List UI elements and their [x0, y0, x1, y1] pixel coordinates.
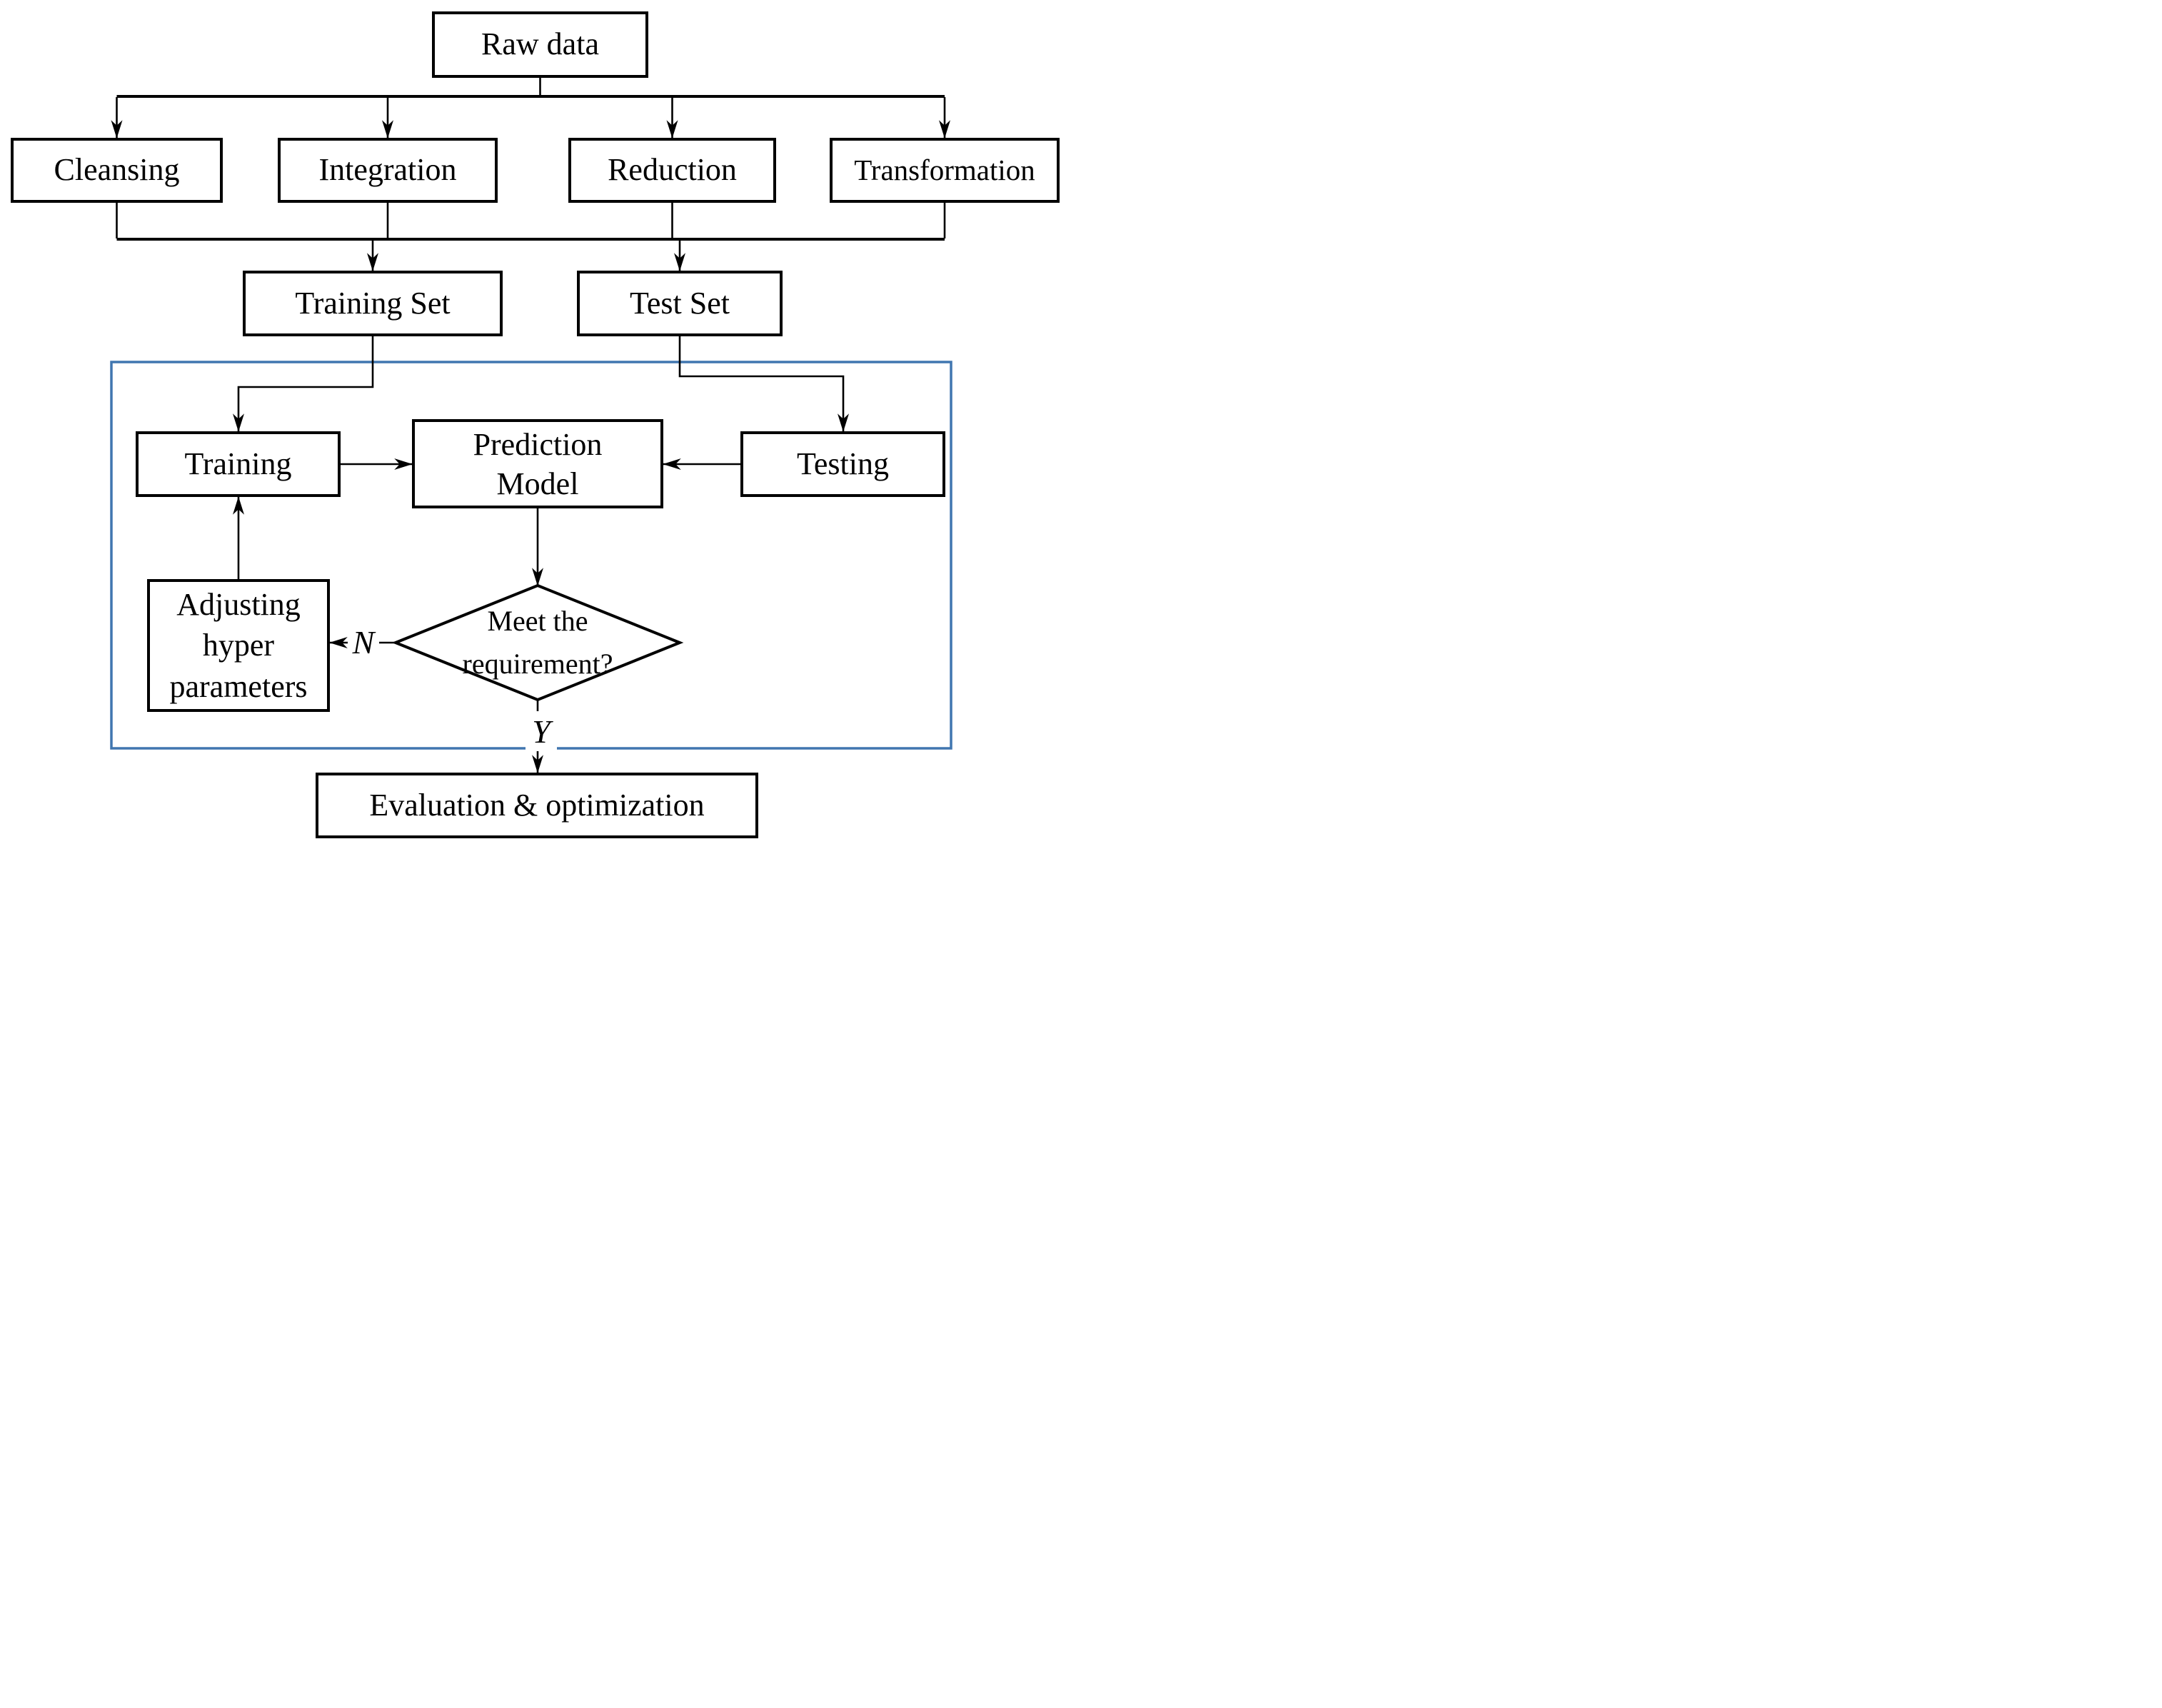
node-testing: Testing [740, 431, 945, 497]
node-testing-label: Testing [797, 446, 889, 481]
branch-label-yes-text: Y [532, 713, 550, 750]
branch-label-no: N [348, 623, 379, 661]
node-raw-data-label: Raw data [481, 26, 599, 62]
node-transformation: Transformation [830, 138, 1060, 203]
node-evaluation-optimization: Evaluation & optimization [316, 773, 758, 838]
decision-diamond [391, 583, 684, 702]
flowchart-canvas: Raw data Cleansing Integration Reduction… [0, 0, 1081, 854]
node-reduction-label: Reduction [608, 152, 737, 188]
node-adjusting-hyperparameters: Adjusting hyper parameters [147, 579, 330, 712]
node-cleansing: Cleansing [11, 138, 223, 203]
node-integration: Integration [278, 138, 498, 203]
node-prediction-model-line1: Prediction [473, 426, 603, 462]
node-training-set-label: Training Set [295, 285, 451, 321]
node-integration-label: Integration [318, 152, 457, 188]
node-training-label: Training [184, 446, 292, 481]
node-adjusting-line2: hyper [202, 628, 275, 663]
node-evaluation-label: Evaluation & optimization [369, 787, 705, 823]
edge-test-set-to-testing [678, 336, 849, 432]
node-adjusting-line3: parameters [169, 668, 308, 704]
branch-label-yes: Y [526, 711, 557, 751]
node-reduction: Reduction [568, 138, 776, 203]
node-prediction-model: Prediction Model [412, 419, 663, 508]
node-prediction-model-line2: Model [496, 466, 579, 501]
node-test-set-label: Test Set [630, 285, 730, 321]
node-raw-data: Raw data [432, 11, 648, 78]
node-transformation-label: Transformation [854, 154, 1035, 187]
node-adjusting-line1: Adjusting [176, 587, 301, 623]
node-cleansing-label: Cleansing [54, 152, 180, 188]
edge-training-set-to-training [233, 336, 374, 432]
branch-label-no-text: N [352, 623, 375, 660]
node-training: Training [136, 431, 341, 497]
node-training-set: Training Set [243, 271, 503, 336]
node-test-set: Test Set [577, 271, 783, 336]
